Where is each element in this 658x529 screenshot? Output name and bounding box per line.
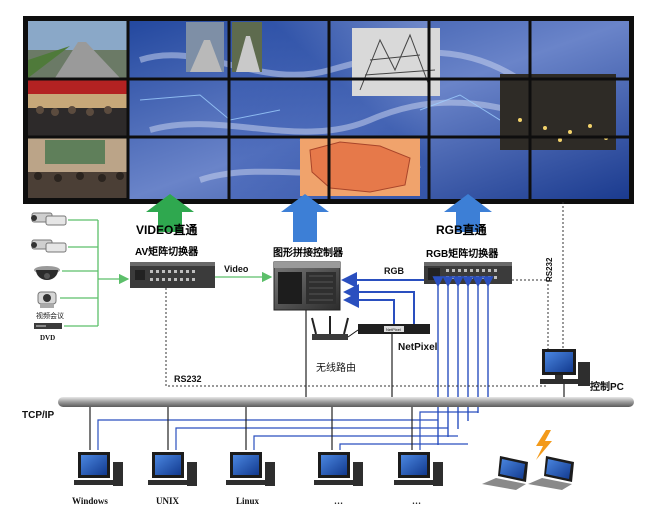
rgb-feed-lines [432, 276, 494, 445]
rgb-matrix-label: RGB矩阵切换器 [426, 247, 499, 260]
video-signal-label: Video [224, 264, 249, 274]
dvd-label: DVD [40, 334, 55, 342]
dvd-player-icon [34, 323, 62, 329]
rs232-bottom-label: RS232 [174, 374, 202, 384]
rgb-matrix-switcher [424, 262, 512, 284]
camera-icon-2 [31, 239, 67, 253]
computer-label: Windows [72, 496, 108, 506]
computer-label: Linux [236, 496, 260, 506]
control-pc-label: 控制PC [590, 380, 624, 393]
video-direct-label: VIDEO直通 [136, 222, 197, 237]
av-matrix-label: AV矩阵切换器 [135, 245, 199, 258]
video-up-arrow [146, 194, 194, 232]
video-wall [23, 16, 634, 204]
tcpip-label: TCP/IP [22, 410, 55, 421]
computer-other-2 [394, 452, 443, 486]
computer-linux [226, 452, 275, 486]
night-city-inset [500, 74, 616, 150]
av-matrix-switcher [130, 262, 215, 288]
controller-label: 图形拼接控制器 [273, 246, 344, 259]
computer-unix [148, 452, 197, 486]
wireless-lightning-icon [536, 430, 552, 460]
wireless-router-icon [311, 316, 349, 340]
computer-label: UNIX [156, 496, 180, 506]
computer-other-1 [314, 452, 363, 486]
video-conference-camera-icon [37, 291, 57, 308]
graphic-splicing-controller [273, 261, 341, 311]
highway-photo [28, 21, 127, 78]
camera-icon-1 [31, 212, 67, 226]
laptop-2 [528, 456, 574, 490]
meeting-photo-2 [28, 138, 127, 198]
computer-label: … [412, 496, 421, 506]
tree-inset [352, 28, 440, 96]
rs232-right-label: RS232 [545, 257, 554, 282]
control-pc-icon [540, 349, 590, 386]
computer-windows [74, 452, 123, 486]
netpixel-label: NetPixel [398, 342, 438, 353]
laptop-1 [482, 456, 528, 490]
computer-label: … [334, 496, 343, 506]
netpixel-device: NetPixel [358, 324, 430, 334]
controller-up-arrow [281, 194, 329, 242]
rgb-up-arrow [444, 194, 492, 232]
dome-camera-icon [34, 266, 60, 280]
netpixel-box-label: NetPixel [386, 327, 401, 332]
router-label: 无线路由 [316, 361, 356, 374]
tcpip-bus [58, 397, 634, 407]
meeting-photo-1 [28, 80, 127, 136]
rgb-signal-label: RGB [384, 266, 405, 276]
video-conf-label: 视频会议 [36, 311, 64, 320]
rgb-direct-label: RGB直通 [436, 222, 487, 237]
